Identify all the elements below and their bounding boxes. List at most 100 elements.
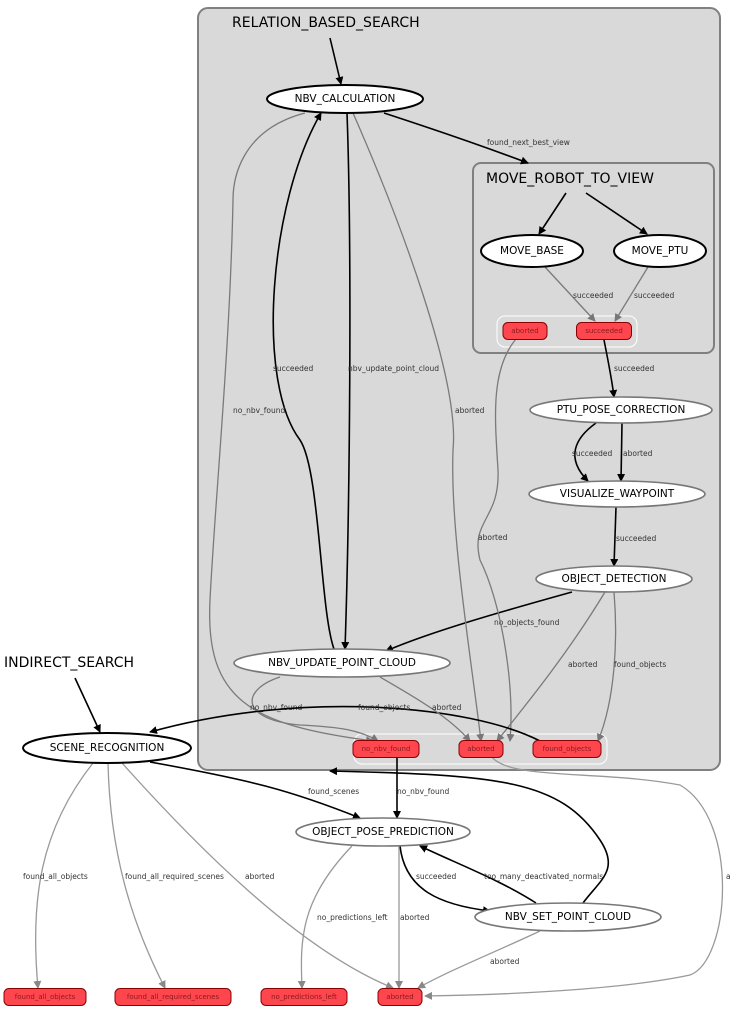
transition-ab-out	[424, 756, 724, 1000]
container-move-robot-to-view[interactable]	[472, 162, 715, 354]
transition-mb-succ	[544, 266, 596, 322]
transition-label: succeeded	[572, 449, 613, 458]
transition-start-mrv2	[585, 192, 648, 235]
outcome-box	[576, 322, 632, 340]
outcome-box	[377, 988, 423, 1006]
transition-label: aborted	[400, 913, 430, 922]
transition-sr-fao	[33, 762, 94, 989]
state-label: OBJECT_DETECTION	[562, 573, 667, 585]
transition-label: aborted	[623, 449, 653, 458]
transition-mp-succ	[614, 266, 649, 322]
outcome-mrv-succeeded[interactable]: succeeded	[576, 322, 632, 340]
transition-nspc-opp	[419, 845, 537, 904]
transition-label: no_objects_found	[494, 618, 560, 627]
transition-label: no_nbv_found	[250, 703, 303, 712]
outcome-rbs-aborted[interactable]: aborted	[458, 740, 504, 758]
transition-mrv-ab	[477, 338, 517, 742]
outcome-label: found_all_objects	[15, 993, 76, 1001]
container-title: INDIRECT_SEARCH	[4, 655, 134, 671]
transition-nbv-nonbv	[208, 112, 374, 745]
state-ellipse	[613, 234, 707, 268]
transition-label: aborted	[455, 406, 485, 415]
state-move-ptu[interactable]: MOVE_PTU	[613, 234, 707, 268]
transition-od-nupc	[385, 591, 573, 652]
state-scene-recognition[interactable]: SCENE_RECOGNITION	[22, 732, 192, 764]
state-object-pose-prediction[interactable]: OBJECT_POSE_PREDICTION	[295, 817, 471, 847]
transition-sr-opp	[149, 761, 361, 820]
outcome-rbs-no-nbv-found[interactable]: no_nbv_found	[352, 740, 420, 758]
transition-label: succeeded	[273, 364, 314, 373]
outcome-label: aborted	[467, 745, 494, 753]
outcome-label: succeeded	[585, 327, 623, 335]
outcome-label: no_predictions_left	[271, 993, 337, 1001]
state-visualize-waypoint[interactable]: VISUALIZE_WAYPOINT	[528, 480, 706, 508]
outcome-box	[458, 740, 504, 758]
state-label: NBV_CALCULATION	[295, 93, 396, 105]
outcome-box	[114, 988, 232, 1006]
transition-opp-nspc	[399, 845, 491, 915]
transition-succ-ppc	[603, 339, 618, 398]
outcome-found-all-objects[interactable]: found_all_objects	[3, 988, 87, 1006]
state-label: NBV_UPDATE_POINT_CLOUD	[268, 657, 416, 669]
transition-label: found_objects	[358, 703, 410, 712]
transition-start-mrv	[538, 192, 567, 235]
state-ellipse	[535, 565, 693, 593]
transition-label: nbv_update_point_cloud	[348, 364, 439, 373]
outcome-label: no_nbv_found	[362, 745, 411, 753]
state-nbv-calculation[interactable]: NBV_CALCULATION	[266, 84, 424, 114]
transition-label: found_scenes	[308, 787, 359, 796]
state-ellipse	[295, 817, 471, 847]
transition-opp-npl	[297, 845, 353, 989]
transition-nupc-nbv	[272, 112, 335, 650]
transition-ppc-vw1	[574, 422, 597, 482]
transition-label: found_objects	[614, 660, 666, 669]
transition-nbv-mrv	[383, 112, 529, 165]
transition-od-fo	[596, 591, 617, 742]
outcome-found-all-required-scenes[interactable]: found_all_required_scenes	[114, 988, 232, 1006]
transition-sr-ab	[121, 762, 394, 990]
state-ptu-pose-correction[interactable]: PTU_POSE_CORRECTION	[529, 396, 713, 424]
transition-nupc-ab	[379, 676, 471, 742]
state-ellipse	[266, 84, 424, 114]
state-label: OBJECT_POSE_PREDICTION	[312, 826, 454, 838]
state-ellipse	[480, 234, 584, 268]
outcome-rbs-found-objects[interactable]: found_objects	[532, 740, 602, 758]
state-label: NBV_SET_POINT_CLOUD	[505, 911, 631, 923]
transition-label: aborted	[568, 660, 598, 669]
outcome-box	[260, 988, 348, 1006]
state-label: PTU_POSE_CORRECTION	[557, 404, 686, 416]
state-ellipse	[22, 732, 192, 764]
outcome-no-predictions-left[interactable]: no_predictions_left	[260, 988, 348, 1006]
transition-nspc-sr	[329, 767, 610, 904]
transition-label: too_many_deactivated_normals	[484, 872, 603, 881]
state-label: VISUALIZE_WAYPOINT	[560, 488, 675, 500]
state-ellipse	[528, 480, 706, 508]
transition-start-rbs	[329, 37, 344, 85]
transition-label: aborted	[245, 872, 275, 881]
transition-label: succeeded	[573, 291, 614, 300]
state-move-base[interactable]: MOVE_BASE	[480, 234, 584, 268]
transition-label: aborted	[490, 957, 520, 966]
outcome-label: aborted	[511, 327, 538, 335]
transition-vw-od	[610, 506, 619, 567]
transition-start-is	[74, 677, 101, 733]
state-ellipse	[233, 648, 451, 678]
state-nbv-update-point-cloud[interactable]: NBV_UPDATE_POINT_CLOUD	[233, 648, 451, 678]
outcome-aborted[interactable]: aborted	[377, 988, 423, 1006]
transition-ppc-vw2	[617, 422, 626, 482]
outcome-group	[496, 315, 638, 348]
state-ellipse	[529, 396, 713, 424]
outcome-label: aborted	[386, 993, 413, 1001]
container-title: MOVE_ROBOT_TO_VIEW	[486, 171, 654, 187]
state-object-detection[interactable]: OBJECT_DETECTION	[535, 565, 693, 593]
outcome-mrv-aborted[interactable]: aborted	[502, 322, 548, 340]
transition-label: a	[726, 872, 730, 881]
transition-nupc-nonbv	[251, 676, 379, 742]
transition-label: aborted	[432, 703, 462, 712]
outcome-label: found_all_required_scenes	[127, 993, 220, 1001]
state-nbv-set-point-cloud[interactable]: NBV_SET_POINT_CLOUD	[474, 902, 662, 932]
transition-od-ab	[496, 591, 606, 742]
transition-label: aborted	[478, 533, 508, 542]
outcome-label: found_objects	[543, 745, 592, 753]
